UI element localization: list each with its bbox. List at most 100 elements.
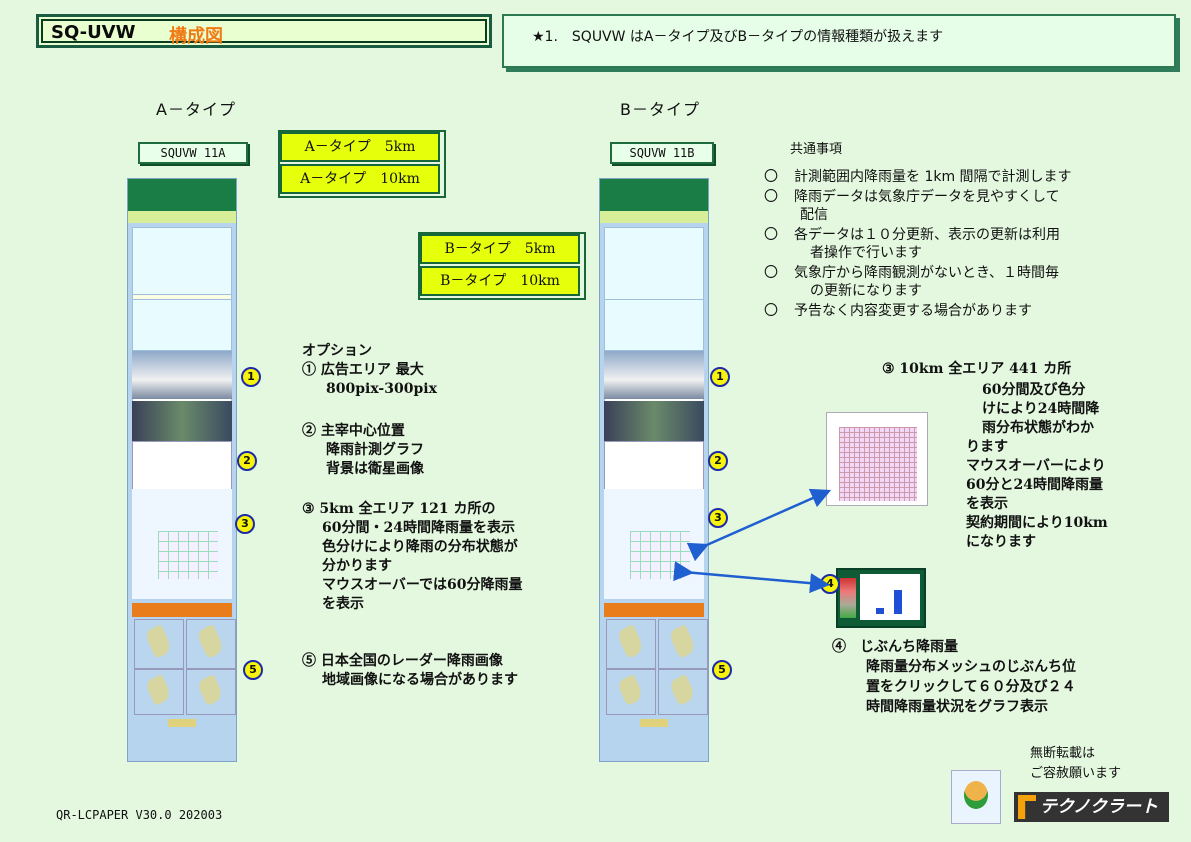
common-heading: 共通事項 <box>790 142 843 157</box>
option-3-line-6: を表示 <box>322 596 364 612</box>
option-3-line-2: 60分間・24時間降雨量を表示 <box>322 520 515 536</box>
shot-header <box>128 179 236 211</box>
common-list: 〇 計測範囲内降雨量を 1km 間隔で計測します 〇 降雨データは気象庁データを… <box>764 168 1164 328</box>
product-tag-b: SQUVW 11B <box>610 142 714 164</box>
reprint-notice: 無断転載は ご容赦願います <box>1030 744 1121 784</box>
badge-2-b: 2 <box>708 451 728 471</box>
type-a-10km: A－タイプ 10km <box>280 164 440 194</box>
bullet-mark: 〇 <box>764 189 778 205</box>
note-box: ★1. SQUVW はA－タイプ及びB－タイプの情報種類が扱えます <box>502 14 1176 68</box>
b-option-3-line-1: ③ 10km 全エリア 441 カ所 <box>882 361 1072 377</box>
type-b-options: B－タイプ 5km B－タイプ 10km <box>418 232 586 300</box>
b-option-3-line-2: 60分間及び色分 <box>982 382 1086 398</box>
common-item-text-cont: 者操作で行います <box>810 245 922 261</box>
ad-photo <box>604 351 704 399</box>
b-option-3-line-8: を表示 <box>966 496 1008 512</box>
bullet-mark: 〇 <box>764 303 778 319</box>
b-option-3-line-3: けにより24時間降 <box>982 401 1100 417</box>
reprint-line-1: 無断転載は <box>1030 746 1096 761</box>
rain-graph <box>132 441 232 491</box>
reprint-line-2: ご容赦願います <box>1030 766 1122 781</box>
radar-bar <box>132 603 232 617</box>
b-option-3-line-4: 雨分布状態がわか <box>982 420 1094 436</box>
option-3-line-4: 分かります <box>322 558 392 574</box>
common-item-text-cont: 配信 <box>800 207 828 223</box>
b-option-3-line-5: ります <box>966 439 1008 455</box>
radar-map-4 <box>186 669 236 715</box>
b-option-3-block: ③ 10km 全エリア 441 カ所 <box>882 360 1071 379</box>
intro-panel-inner <box>604 299 704 351</box>
logo-text: テクノクラート <box>1040 797 1158 817</box>
common-item-text: 各データは１０分更新、表示の更新は利用 <box>794 227 1060 243</box>
ad-photo <box>132 351 232 399</box>
bullet-mark: 〇 <box>764 265 778 281</box>
bullet-mark: 〇 <box>764 227 778 243</box>
shot-subheader <box>128 211 236 223</box>
b-option-4-line-4: 時間降雨量状況をグラフ表示 <box>866 699 1048 715</box>
type-a-5km: A－タイプ 5km <box>280 132 440 162</box>
b-option-3-line-7: 60分と24時間降雨量 <box>966 477 1103 493</box>
common-item-text-cont: の更新になります <box>810 283 922 299</box>
b-option-3-line-6: マウスオーバーにより <box>966 458 1106 474</box>
options-block: オプション ① 広告エリア 最大 800pix-300pix <box>302 342 437 399</box>
satellite-image <box>604 401 704 441</box>
product-tag-a: SQUVW 11A <box>138 142 248 164</box>
common-item-text: 降雨データは気象庁データを見やすくして <box>794 189 1060 205</box>
badge-5-a: 5 <box>243 660 263 680</box>
option-2-block: ② 主宰中心位置 降雨計測グラフ 背景は衛星画像 <box>302 422 424 479</box>
footer-button <box>168 719 196 727</box>
b-option-4-block: ④ じぶんち降雨量 降雨量分布メッシュのじぶんち位 置をクリックして６０分及び２… <box>832 637 1076 717</box>
option-2-line-3: 背景は衛星画像 <box>326 461 424 477</box>
bar-24h <box>894 590 902 614</box>
option-3-block: ③ 5km 全エリア 121 カ所の 60分間・24時間降雨量を表示 色分けによ… <box>302 500 523 614</box>
common-item-text: 予告なく内容変更する場合があります <box>794 303 1032 319</box>
footer-button <box>640 719 668 727</box>
option-3-line-1: ③ 5km 全エリア 121 カ所の <box>302 501 496 517</box>
bullet-mark: 〇 <box>764 169 778 185</box>
badge-2-a: 2 <box>237 451 257 471</box>
option-5-line-1: ⑤ 日本全国のレーダー降雨画像 <box>302 653 503 669</box>
b-option-4-line-2: 降雨量分布メッシュのじぶんち位 <box>866 659 1076 675</box>
type-b-5km: B－タイプ 5km <box>420 234 580 264</box>
bar-60min <box>876 608 884 614</box>
b-option-3-line-9: 契約期間により10km <box>966 515 1108 531</box>
footer-version: QR-LCPAPER V30.0 202003 <box>56 808 223 822</box>
type-a-options: A－タイプ 5km A－タイプ 10km <box>278 130 446 198</box>
radar-map-4 <box>658 669 708 715</box>
option-5-block: ⑤ 日本全国のレーダー降雨画像 地域画像になる場合があります <box>302 652 518 690</box>
title-main: SQ-UVW <box>51 22 136 43</box>
rain-mesh-grid <box>630 531 690 579</box>
rain-graph <box>604 441 704 491</box>
badge-1-b: 1 <box>710 367 730 387</box>
radar-bar <box>604 603 704 617</box>
arrow-to-10km <box>686 488 832 562</box>
badge-3-a: 3 <box>235 514 255 534</box>
arrow-to-jibunchi <box>673 561 830 594</box>
option-2-line-1: ② 主宰中心位置 <box>302 423 405 439</box>
jibunchi-popup <box>836 568 926 628</box>
option-3-line-5: マウスオーバーでは60分降雨量 <box>322 577 523 593</box>
common-item-text: 計測範囲内降雨量を 1km 間隔で計測します <box>794 169 1072 185</box>
type-b-10km: B－タイプ 10km <box>420 266 580 296</box>
b-option-3-desc: 60分間及び色分 けにより24時間降 雨分布状態がわか ります マウスオーバーに… <box>966 381 1108 552</box>
options-heading: オプション <box>302 343 372 359</box>
mesh-10km-thumbnail <box>826 412 928 506</box>
radar-map-3 <box>606 669 656 715</box>
radar-map-1 <box>606 619 656 669</box>
jibunchi-chart <box>860 574 920 620</box>
option-3-line-3: 色分けにより降雨の分布状態が <box>322 539 518 555</box>
option-2-line-2: 降雨計測グラフ <box>326 442 424 458</box>
badge-1-a: 1 <box>241 367 261 387</box>
option-1-line-1: ① 広告エリア 最大 <box>302 362 424 378</box>
intro-panel-inner <box>132 299 232 351</box>
satellite-image <box>132 401 232 441</box>
badge-5-b: 5 <box>712 660 732 680</box>
option-1-line-2: 800pix-300pix <box>326 381 437 397</box>
title-box: SQ-UVW 構成図 <box>36 14 492 48</box>
shot-subheader <box>600 211 708 223</box>
radar-map-3 <box>134 669 184 715</box>
note-text: ★1. SQUVW はA－タイプ及びB－タイプの情報種類が扱えます <box>532 29 944 45</box>
title-sub: 構成図 <box>169 26 223 47</box>
b-option-4-line-3: 置をクリックして６０分及び２４ <box>866 679 1076 695</box>
